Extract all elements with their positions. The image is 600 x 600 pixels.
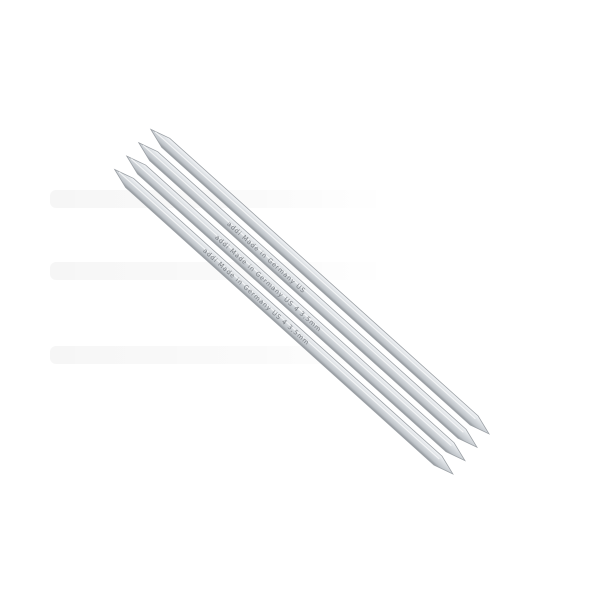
background-watermark-3 [50,346,390,364]
needle-2: addi Made in Germany US [137,141,478,449]
needle-imprint-2: addi Made in Germany US 4 3,5mm [213,233,323,333]
needle-3: addi Made in Germany US 4 3,5mm [125,155,466,462]
needle-4: addi Made in Germany US 4 3,5mm [113,168,454,475]
needle-1 [149,128,491,435]
